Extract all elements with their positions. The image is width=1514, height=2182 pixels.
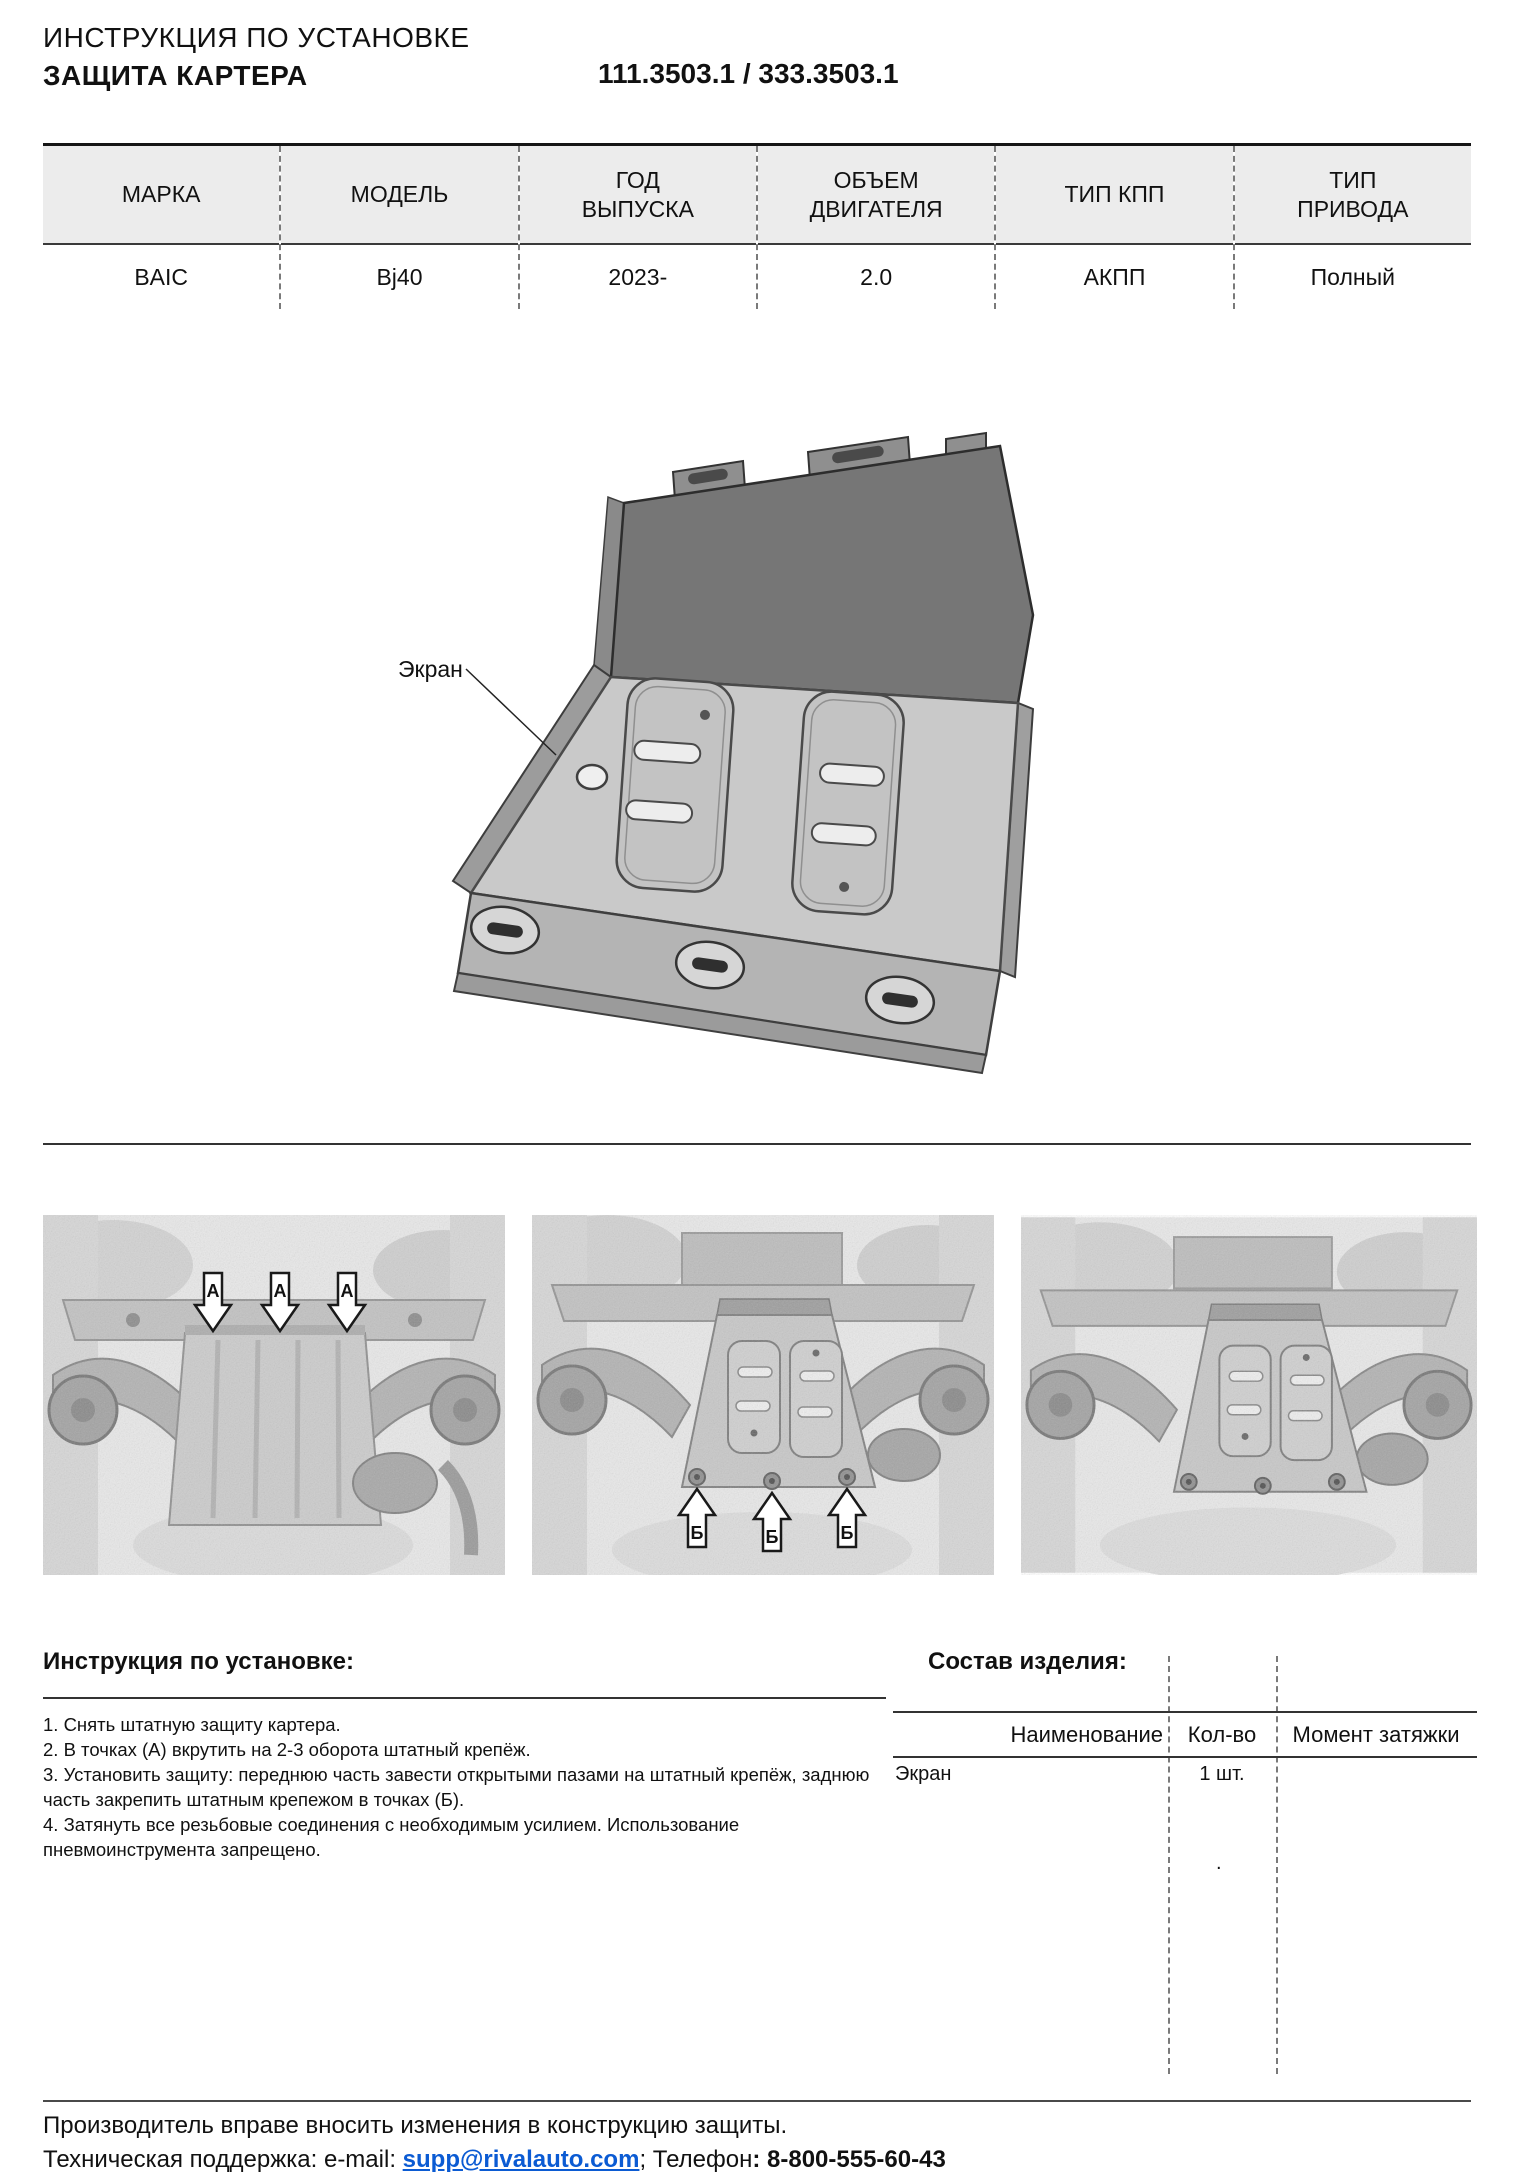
marker-b-label: Б (841, 1523, 854, 1543)
instruction-step-3: 3. Установить защиту: переднюю часть зав… (43, 1764, 870, 1810)
photo-front-mount-points: А А А (43, 1215, 505, 1575)
face-hole (575, 763, 609, 791)
parts-heading: Состав изделия: (928, 1648, 1127, 1675)
part-numbers: 111.3503.1 / 333.3503.1 (598, 58, 899, 89)
bolt-washers (469, 905, 936, 1025)
photo-rear-mount-points: Б Б Б (532, 1215, 994, 1575)
instruction-step-2: 2. В точках (А) вкрутить на 2-3 оборота … (43, 1739, 531, 1760)
document-title: ИНСТРУКЦИЯ ПО УСТАНОВКЕ (43, 22, 470, 53)
spec-header-cell: ТИП КПП (996, 146, 1233, 245)
footer-divider (43, 2100, 1471, 2102)
support-line: Техническая поддержка: e-mail: supp@riva… (43, 2146, 946, 2174)
recess-panel-2 (791, 690, 905, 916)
drawing-label: Экран (398, 656, 463, 682)
spec-header-cell: МАРКА (43, 146, 280, 245)
support-separator: ; Телефон (639, 2146, 753, 2173)
marker-a-label: А (274, 1281, 287, 1301)
instructions-heading: Инструкция по установке: (43, 1648, 355, 1675)
spec-header-cell: ОБЪЕМ ДВИГАТЕЛЯ (757, 146, 995, 245)
marker-arrows-b: Б Б Б (676, 1486, 868, 1553)
spec-column-drive: ТИП ПРИВОДА Полный (1232, 146, 1471, 309)
spec-column-engine: ОБЪЕМ ДВИГАТЕЛЯ 2.0 (755, 146, 995, 309)
underbody-photo-a: А А А (43, 1215, 505, 1575)
spec-header-cell: МОДЕЛЬ (281, 146, 518, 245)
parts-row-name: Экран (895, 1763, 952, 1785)
parts-col-qty: Кол-во (1187, 1721, 1257, 1747)
marker-arrows-a: А А А (192, 1271, 368, 1334)
recess-panel-1 (615, 677, 735, 893)
marker-a-label: А (207, 1281, 220, 1301)
spec-value-cell: Bj40 (376, 263, 423, 290)
label-leader-line (465, 668, 557, 756)
underbody-photo-installed (1021, 1217, 1477, 1575)
skid-plate-drawing: Экран (398, 431, 1035, 1075)
spec-value-cell: Полный (1310, 263, 1395, 290)
marker-b-label: Б (691, 1523, 704, 1543)
support-phone: : 8-800-555-60-43 (752, 2146, 946, 2173)
parts-table-header: Наименование Кол-во Момент затяжки (893, 1711, 1477, 1758)
marker-b-label: Б (766, 1527, 779, 1547)
manufacturer-note: Производитель вправе вносить изменения в… (43, 2112, 788, 2139)
instruction-step-1: 1. Снять штатную защиту картера. (43, 1714, 341, 1735)
support-prefix: Техническая поддержка: e-mail: (43, 2146, 403, 2173)
support-email-link[interactable]: supp@rivalauto.com (402, 2146, 640, 2173)
spec-column-gearbox: ТИП КПП АКПП (994, 146, 1233, 309)
spec-column-year: ГОД ВЫПУСКА 2023- (517, 146, 756, 309)
product-title: ЗАЩИТА КАРТЕРА (43, 60, 308, 91)
underbody-photo-b: Б Б Б (532, 1215, 994, 1575)
spec-table: МАРКА BAIC МОДЕЛЬ Bj40 ГОД ВЫПУСКА 2023-… (43, 143, 1471, 309)
product-drawing: Экран (370, 425, 1110, 1125)
instruction-step-4: 4. Затянуть все резьбовые соединения с н… (43, 1814, 740, 1860)
instructions-underline (43, 1697, 886, 1699)
spec-header-cell: ТИП ПРИВОДА (1234, 146, 1471, 245)
parts-table-divider (1168, 1656, 1170, 2074)
top-face (609, 444, 1035, 705)
spec-value-cell: АКПП (1083, 263, 1146, 290)
spec-value-cell: BAIC (134, 263, 188, 290)
parts-table-divider (1276, 1656, 1278, 2074)
parts-col-torque: Момент затяжки (1292, 1721, 1460, 1747)
section-divider (43, 1143, 1471, 1145)
parts-stray-mark: . (1216, 1852, 1222, 1874)
spec-column-model: МОДЕЛЬ Bj40 (279, 146, 518, 309)
spec-value-cell: 2.0 (860, 263, 893, 290)
spec-header-cell: ГОД ВЫПУСКА (519, 146, 756, 245)
marker-a-label: А (341, 1281, 354, 1301)
photo-installed-overview (1021, 1215, 1477, 1575)
spec-column-brand: МАРКА BAIC (43, 146, 280, 309)
front-lip (452, 971, 988, 1075)
spec-value-cell: 2023- (608, 263, 668, 290)
instructions-steps: 1. Снять штатную защиту картера. 2. В то… (43, 1712, 903, 1862)
parts-col-name: Наименование (1010, 1721, 1163, 1747)
parts-row-qty: 1 шт. (1199, 1763, 1245, 1785)
